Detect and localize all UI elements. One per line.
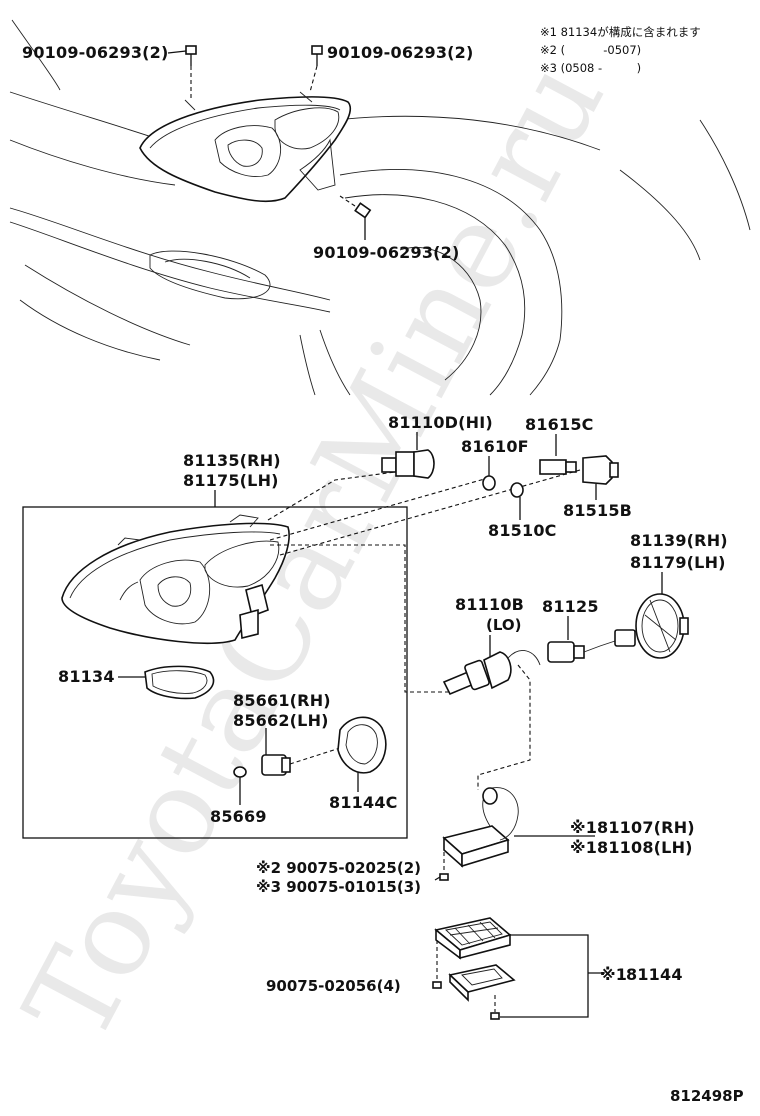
note-3: ※3 (0508 - ): [540, 61, 641, 75]
headlamp-assembly: [61, 514, 290, 644]
diagram-id: 812498P: [670, 1087, 744, 1105]
lo-bulb-81110b: [442, 650, 541, 696]
label-lo-tag: (LO): [486, 616, 522, 634]
label-hi-bulb: 81110D(HI): [388, 413, 493, 432]
socket-81515b: [582, 455, 619, 500]
label-ballast-mark-2: ※1: [570, 838, 597, 857]
label-lens-a: 81610F: [461, 437, 529, 456]
label-cover-rh: 81139(RH): [630, 531, 728, 550]
label-gasket: 81134: [58, 667, 115, 686]
label-ballast-rh: 81107(RH): [597, 818, 695, 837]
note-2: ※2 ( -0507): [540, 43, 641, 57]
label-cover-lh: 81179(LH): [630, 553, 726, 572]
side-bulb-85661: [261, 728, 341, 776]
lens-81510c: [510, 482, 524, 520]
headlamp-installed: [139, 91, 352, 203]
label-bulb-81125: 81125: [542, 597, 599, 616]
cover-81139: [635, 593, 689, 659]
label-socket-b: 81515B: [563, 501, 632, 520]
label-headlamp-lh: 81175(LH): [183, 471, 279, 490]
lens-81610f: [482, 456, 496, 491]
label-bracket-part: 81144: [626, 965, 683, 984]
side-bulb-85669: [233, 766, 247, 805]
label-side-rh: 85661(RH): [233, 691, 331, 710]
hi-bulb-81110d: [381, 449, 435, 479]
bolt-icon-top-right: [309, 45, 323, 93]
label-screw-s2: ※2 90075-02025(2): [256, 859, 421, 877]
label-side-bulb: 85669: [210, 807, 267, 826]
label-screw-s4: 90075-02056(4): [266, 977, 401, 995]
label-lens-b: 81510C: [488, 521, 557, 540]
label-ballast-mark: ※1: [570, 818, 597, 837]
screw-icon-bracket: [432, 940, 500, 1020]
bolt-icon-top-left: [185, 45, 197, 100]
bulb-81125: [547, 629, 636, 663]
label-bolt-bottom: 90109-06293(2): [313, 243, 460, 262]
gasket-81134: [144, 665, 215, 700]
car-body-outline: [9, 19, 751, 396]
watermark: ToyotaCarMine.ru: [0, 38, 630, 1063]
label-side-cover: 81144C: [329, 793, 398, 812]
label-bolt-right: 90109-06293(2): [327, 43, 474, 62]
label-headlamp-rh: 81135(RH): [183, 451, 281, 470]
side-cover-81144c: [337, 716, 387, 792]
bolt-icon-bottom: [339, 195, 372, 240]
ballast-81107: [442, 787, 519, 868]
label-screw-s3: ※3 90075-01015(3): [256, 878, 421, 896]
screw-icon-ballast: [434, 852, 449, 881]
label-bolt-left: 90109-06293(2): [22, 43, 169, 62]
label-side-lh: 85662(LH): [233, 711, 329, 730]
label-socket-a: 81615C: [525, 415, 594, 434]
socket-81615c: [539, 459, 577, 475]
bracket-81144-bottom: [448, 964, 516, 1002]
label-ballast-lh: 81108(LH): [597, 838, 693, 857]
label-bracket-mark: ※1: [600, 965, 627, 984]
bracket-81144-top: [434, 917, 512, 960]
note-1: ※1 81134が構成に含まれます: [540, 25, 701, 39]
label-lo-bulb: 81110B: [455, 595, 524, 614]
